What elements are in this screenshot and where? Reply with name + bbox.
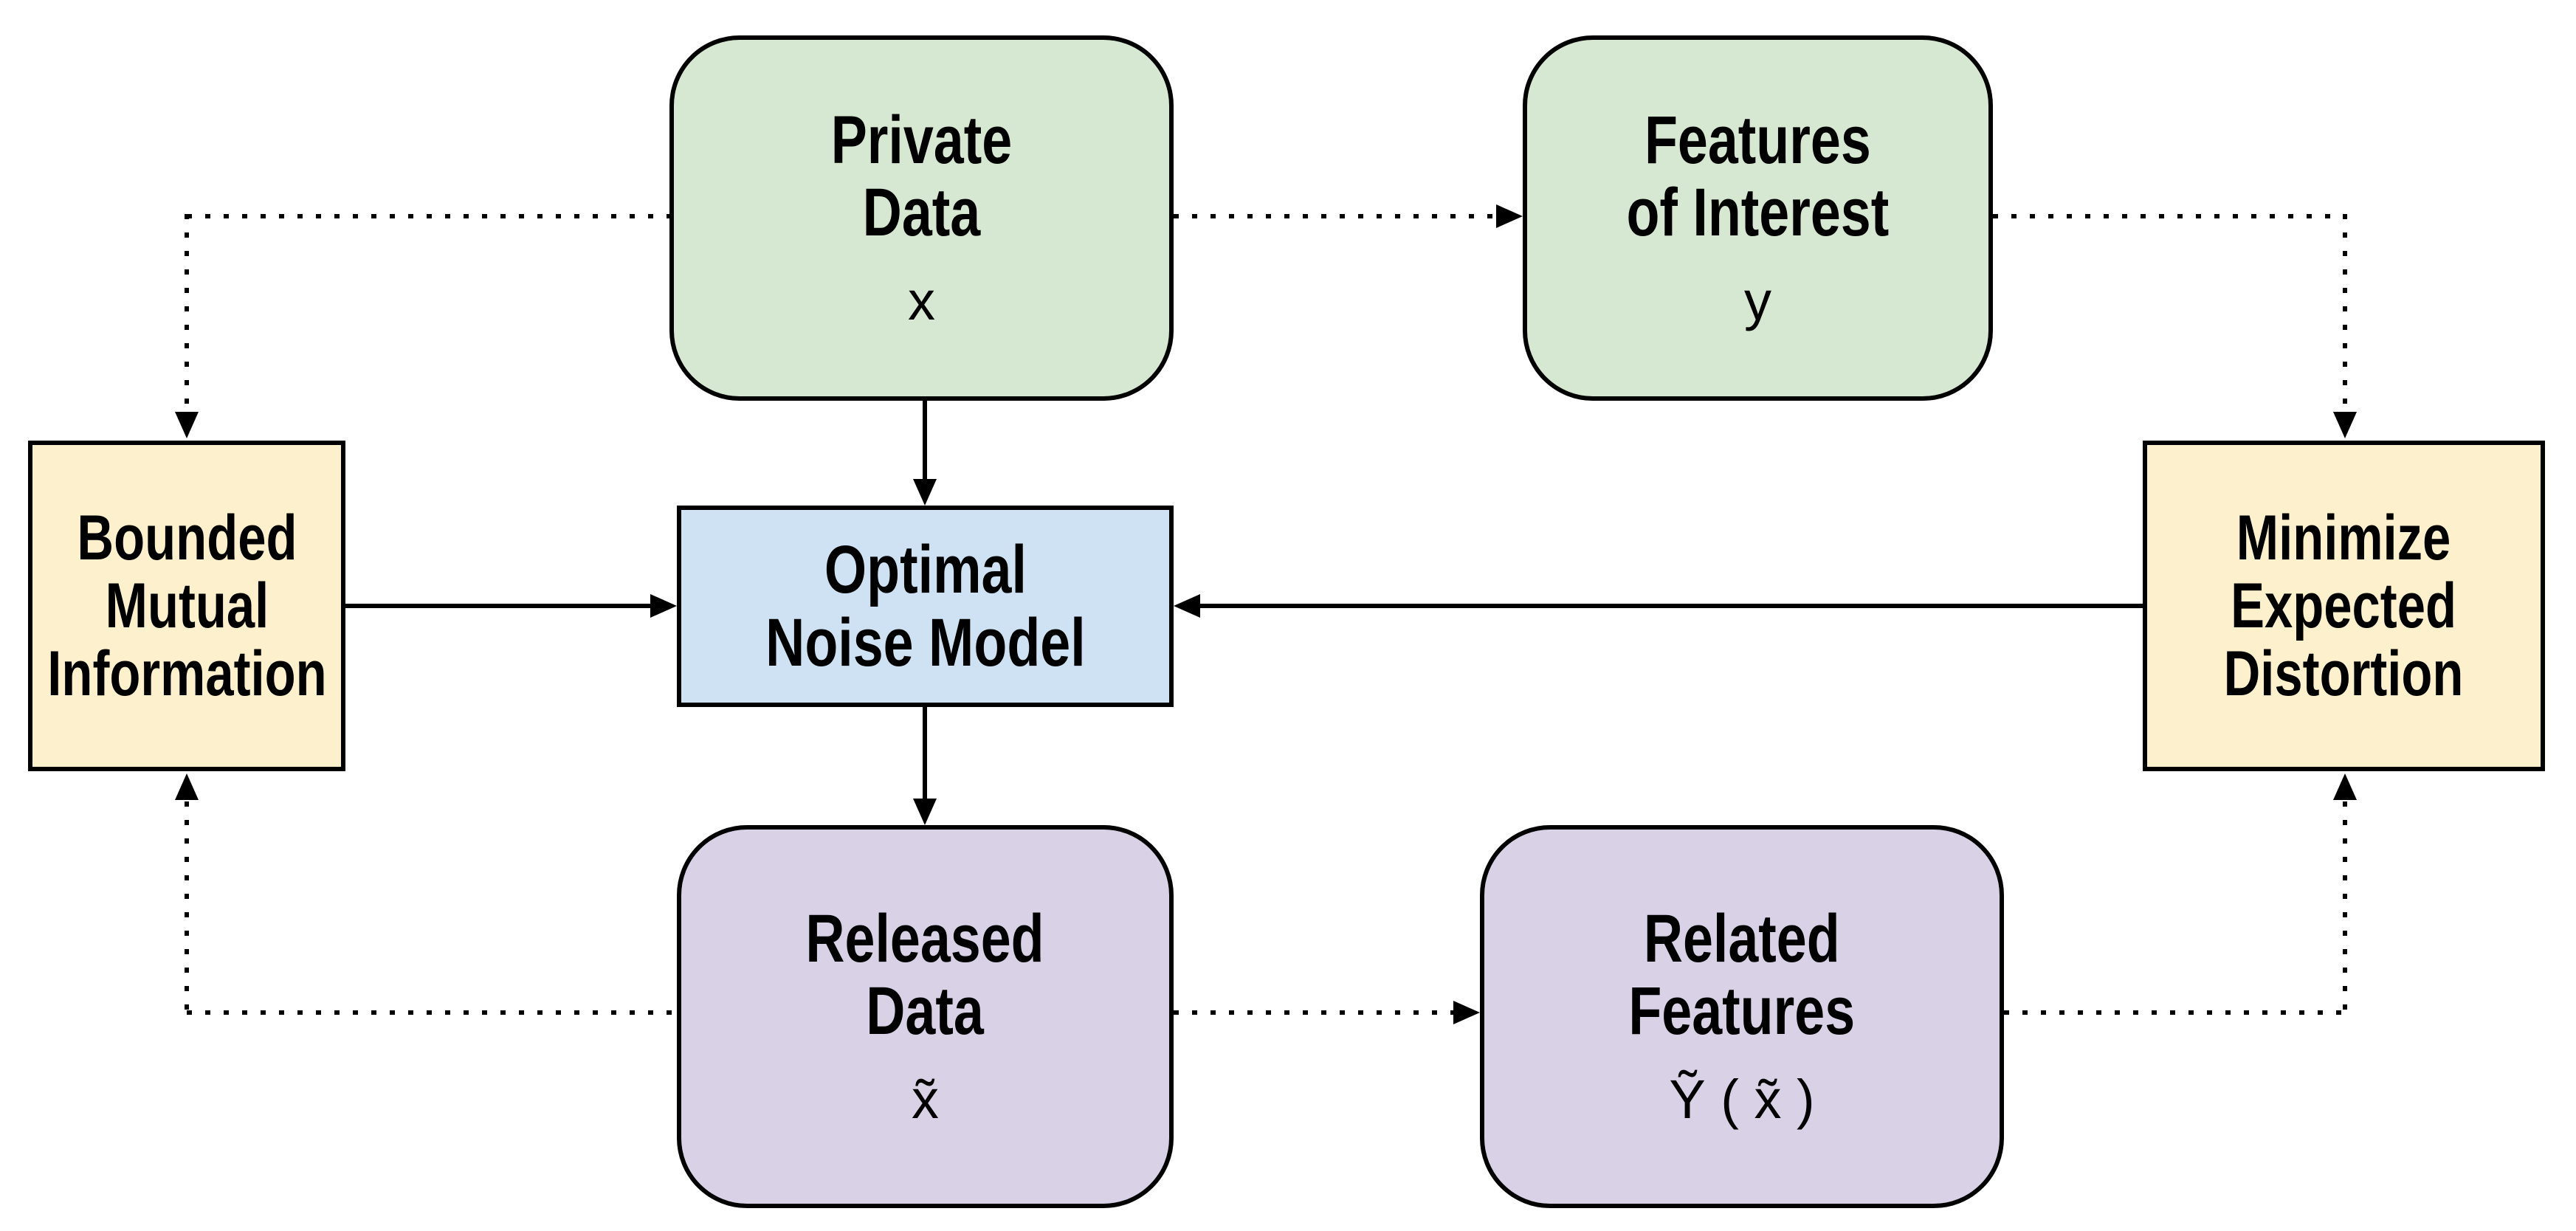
edge-private-to-bounded-horizontal	[187, 214, 669, 218]
bounded-mutual-information-title: Bounded Mutual Information	[47, 502, 327, 709]
edge-related-to-minimize-horizontal	[2004, 1010, 2345, 1015]
edge-features-to-minimize-vertical	[2343, 214, 2347, 412]
edge-private-to-bounded-vertical	[185, 214, 189, 412]
private-data-title: Private Data	[830, 102, 1013, 250]
released-data-symbol: x̃	[912, 1069, 939, 1131]
released-data-title: Released Data	[805, 900, 1045, 1049]
related-features-title: Related Features	[1628, 900, 1856, 1049]
arrowhead-into-features-left-icon	[1496, 204, 1523, 228]
node-released-data: Released Data x̃	[677, 825, 1174, 1208]
node-optimal-noise-model: Optimal Noise Model	[677, 506, 1174, 707]
minimize-expected-distortion-title: Minimize Expected Distortion	[2224, 502, 2464, 709]
node-minimize-expected-distortion: Minimize Expected Distortion	[2143, 441, 2545, 771]
edge-bounded-to-noise	[345, 604, 652, 608]
edge-related-to-minimize-vertical	[2343, 801, 2347, 1015]
features-of-interest-symbol: y	[1744, 270, 1771, 332]
edge-released-to-bounded-horizontal	[187, 1010, 677, 1015]
arrowhead-into-minimize-bottom-icon	[2333, 773, 2357, 800]
edge-released-to-bounded-vertical	[185, 801, 189, 1015]
edge-noise-to-released	[923, 707, 927, 801]
arrowhead-into-noise-left-icon	[650, 594, 677, 618]
edge-released-to-related	[1174, 1010, 1455, 1015]
related-features-symbol: Ỹ ( x̃ )	[1669, 1069, 1815, 1131]
arrowhead-into-noise-top-icon	[913, 479, 937, 506]
arrowhead-into-bounded-bottom-icon	[175, 773, 199, 800]
node-bounded-mutual-information: Bounded Mutual Information	[28, 441, 345, 771]
arrowhead-into-minimize-top-icon	[2333, 412, 2357, 438]
optimal-noise-model-title: Optimal Noise Model	[765, 532, 1086, 680]
arrowhead-into-released-top-icon	[913, 799, 937, 825]
node-features-of-interest: Features of Interest y	[1523, 35, 1993, 401]
node-private-data: Private Data x	[669, 35, 1174, 401]
arrowhead-into-bounded-top-icon	[175, 412, 199, 438]
edge-minimize-to-noise	[1199, 604, 2143, 608]
arrowhead-into-noise-right-icon	[1174, 594, 1200, 618]
edge-private-to-noise	[923, 401, 927, 482]
edge-features-to-minimize-horizontal	[1993, 214, 2345, 218]
node-related-features: Related Features Ỹ ( x̃ )	[1480, 825, 2004, 1208]
private-data-symbol: x	[908, 270, 935, 332]
arrowhead-into-related-left-icon	[1453, 1001, 1480, 1024]
features-of-interest-title: Features of Interest	[1626, 102, 1890, 250]
edge-private-to-features	[1174, 214, 1499, 218]
